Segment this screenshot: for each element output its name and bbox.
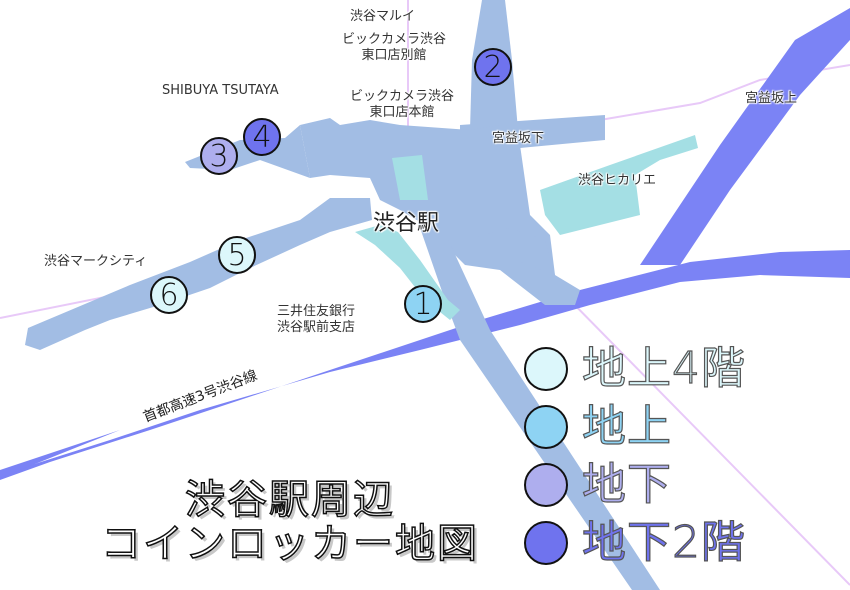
legend-label: 地上 <box>581 401 672 452</box>
legend-dot-icon <box>524 347 568 391</box>
legend-dot-icon <box>524 463 568 507</box>
label-marui: 渋谷マルイ <box>350 9 416 24</box>
label-smbc: 三井住友銀行 渋谷駅前支店 <box>277 304 355 336</box>
locker-marker-3[interactable]: 3 <box>200 137 238 175</box>
label-bic-main-line1: ビックカメラ渋谷 <box>350 89 455 104</box>
legend-label: 地下 <box>581 459 672 510</box>
label-miyamasu-ue: 宮益坂上 <box>745 91 798 106</box>
label-bic-main-line2: 東口店本館 <box>369 105 435 120</box>
label-bic-annex-line2: 東口店別館 <box>361 48 427 63</box>
legend-item-ground-4f: 地上4階 <box>524 340 746 398</box>
locker-marker-5[interactable]: 5 <box>218 236 256 274</box>
label-smbc-line1: 三井住友銀行 <box>277 304 356 319</box>
legend-label: 地上4階 <box>581 343 746 394</box>
legend-dot-icon <box>524 521 568 565</box>
map-title-line2: コインロッカー地図 <box>100 521 479 567</box>
legend: 地上4階 地上 地下 地下2階 <box>524 340 746 572</box>
locker-marker-2[interactable]: 2 <box>474 48 512 86</box>
label-smbc-line2: 渋谷駅前支店 <box>277 320 356 335</box>
label-miyamasu-shita: 宮益坂下 <box>492 131 545 146</box>
label-bic-annex: ビックカメラ渋谷 東口店別館 <box>342 32 446 64</box>
legend-label: 地下2階 <box>581 517 746 568</box>
label-markcity: 渋谷マークシティ <box>44 254 148 269</box>
map-title-line1: 渋谷駅周辺 <box>184 477 395 523</box>
label-shibuya-station: 渋谷駅 <box>373 211 440 236</box>
locker-marker-6[interactable]: 6 <box>150 276 188 314</box>
legend-item-ground: 地上 <box>524 398 746 456</box>
locker-marker-4[interactable]: 4 <box>243 118 281 156</box>
label-bic-annex-line1: ビックカメラ渋谷 <box>342 32 447 47</box>
legend-dot-icon <box>524 405 568 449</box>
legend-item-basement: 地下 <box>524 456 746 514</box>
label-bic-main: ビックカメラ渋谷 東口店本館 <box>350 89 454 121</box>
map-title: 渋谷駅周辺 コインロッカー地図 <box>100 477 480 567</box>
legend-item-basement-2f: 地下2階 <box>524 514 746 572</box>
locker-marker-1[interactable]: 1 <box>404 285 442 323</box>
expressway <box>0 8 850 480</box>
label-tsutaya: SHIBUYA TSUTAYA <box>162 83 279 98</box>
label-hikarie: 渋谷ヒカリエ <box>578 173 657 188</box>
